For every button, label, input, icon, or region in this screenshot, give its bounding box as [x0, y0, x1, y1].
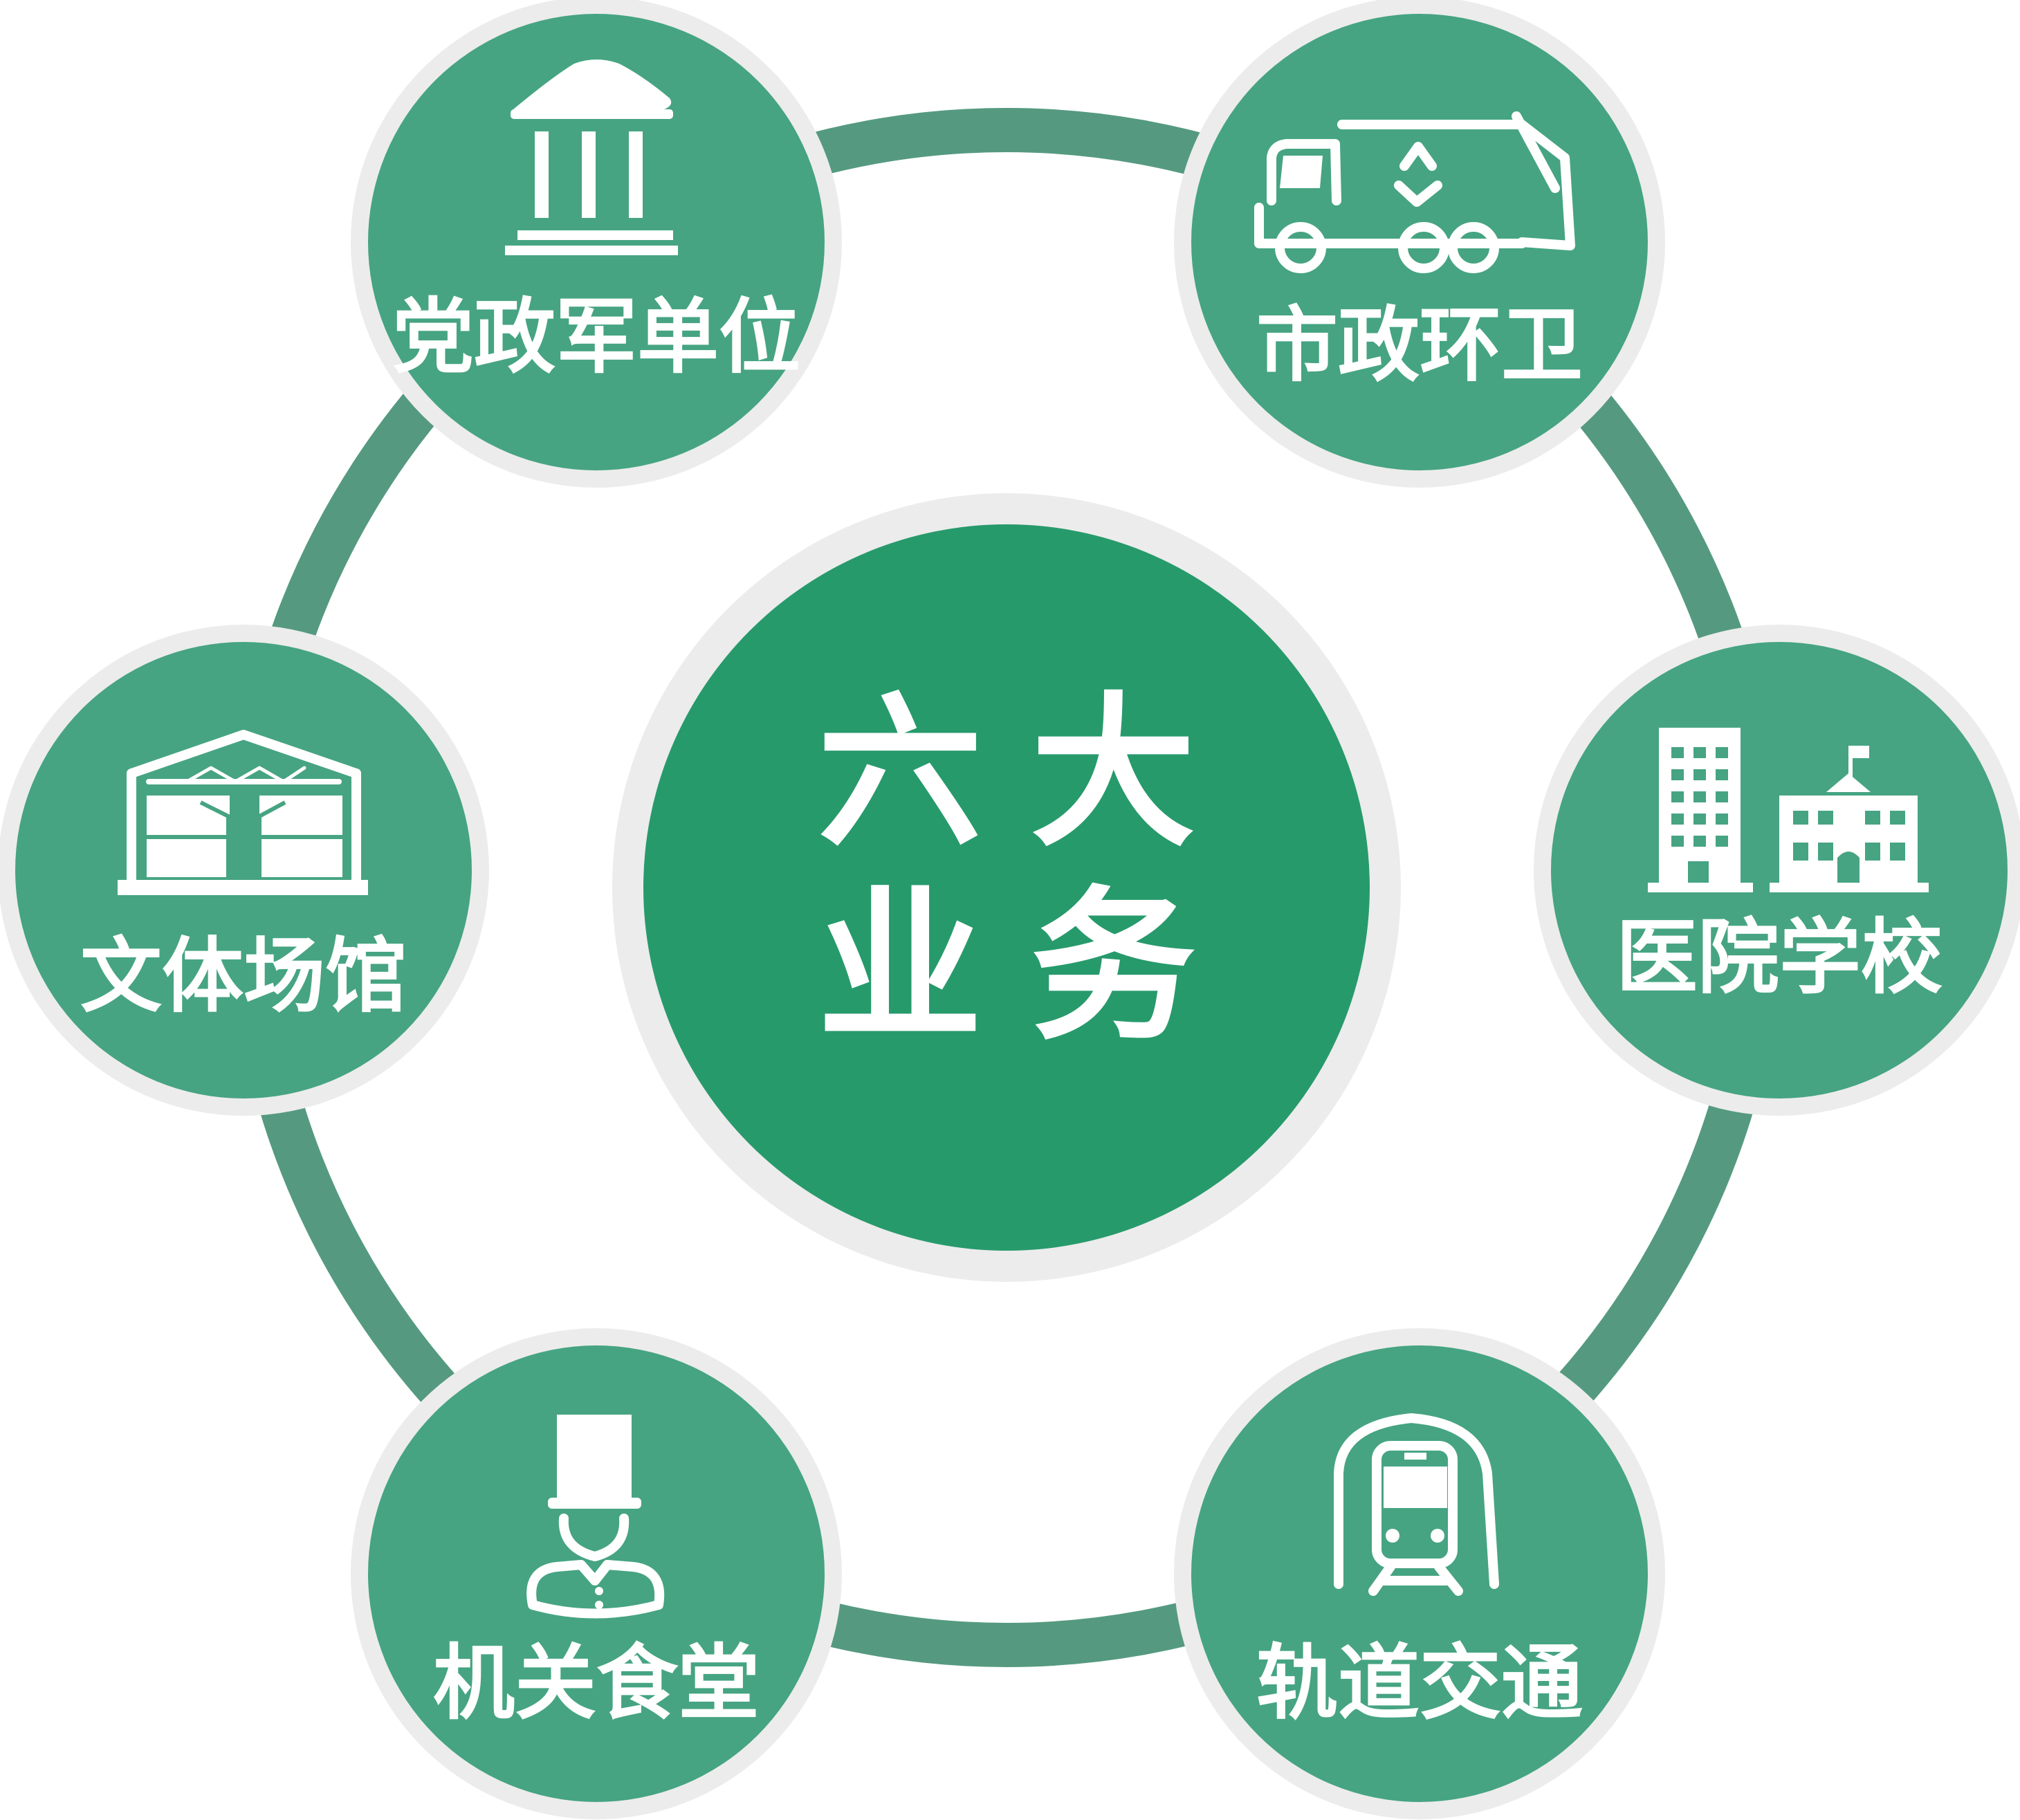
chef-icon: [526, 1415, 665, 1619]
node-label-stadium: 文体场馆: [80, 928, 407, 1024]
hospital-school-icon: [1648, 728, 1929, 892]
node-label-rail: 轨道交通: [1256, 1635, 1583, 1731]
node-label-hospital: 医院学校: [1616, 910, 1943, 1005]
center-title-line1: 六大: [818, 678, 1244, 870]
train-icon: [1334, 1413, 1499, 1596]
garbage-truck-icon: [1254, 111, 1575, 273]
node-label-sanitation: 市政环卫: [1256, 297, 1583, 393]
node-hospital: 医院学校: [1534, 625, 2020, 1116]
center-title-line2: 业务: [818, 872, 1244, 1063]
node-rail: 轨道交通: [1174, 1328, 1665, 1819]
node-label-gov: 党政军单位: [392, 289, 800, 385]
government-building-icon: [505, 59, 678, 255]
center-hub: 六大 业务: [612, 493, 1401, 1282]
node-sanitation: 市政环卫: [1174, 0, 1665, 488]
node-gov: 党政军单位: [351, 0, 842, 488]
stadium-icon: [118, 730, 368, 895]
node-canteen: 机关食堂: [351, 1328, 842, 1819]
node-stadium: 文体场馆: [0, 625, 489, 1116]
node-label-canteen: 机关食堂: [433, 1635, 760, 1731]
